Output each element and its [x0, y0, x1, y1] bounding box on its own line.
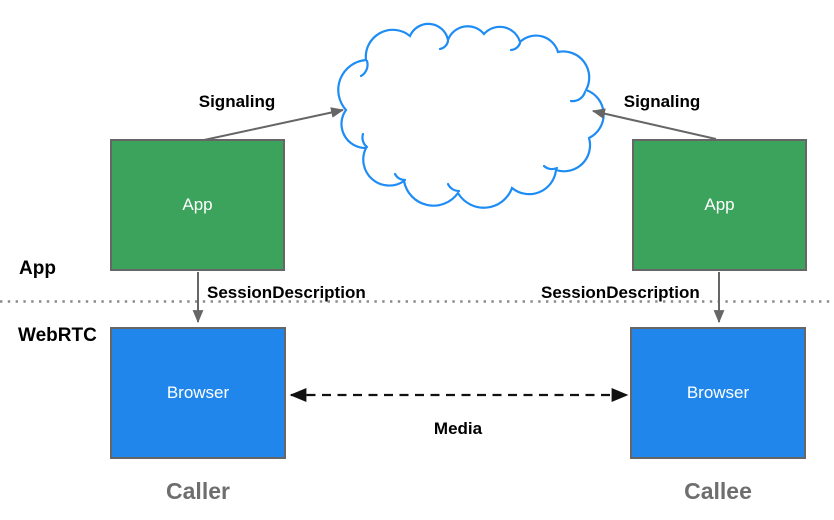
caller-browser-box: Browser: [110, 327, 286, 459]
callee-app-label: App: [704, 195, 735, 214]
signaling-cloud-icon: [337, 22, 605, 209]
signaling-label-left: Signaling: [198, 92, 276, 111]
callee-browser-box: Browser: [630, 327, 806, 459]
media-label: Media: [433, 419, 483, 438]
webrtc-layer-label: WebRTC: [18, 325, 97, 346]
session-description-label-right: SessionDescription: [541, 283, 700, 302]
caller-label: Caller: [166, 478, 230, 504]
app-layer-label: App: [19, 258, 56, 279]
signaling-arrow-left: [203, 107, 345, 141]
callee-label: Callee: [684, 478, 752, 504]
callee-app-box: App: [632, 139, 807, 271]
callee-browser-label: Browser: [686, 383, 750, 402]
caller-app-box: App: [110, 139, 285, 271]
session-description-label-left: SessionDescription: [207, 283, 366, 302]
caller-app-label: App: [182, 195, 213, 214]
caller-browser-label: Browser: [166, 383, 230, 402]
signaling-label-right: Signaling: [623, 92, 701, 111]
signaling-arrow-right: [591, 108, 717, 140]
